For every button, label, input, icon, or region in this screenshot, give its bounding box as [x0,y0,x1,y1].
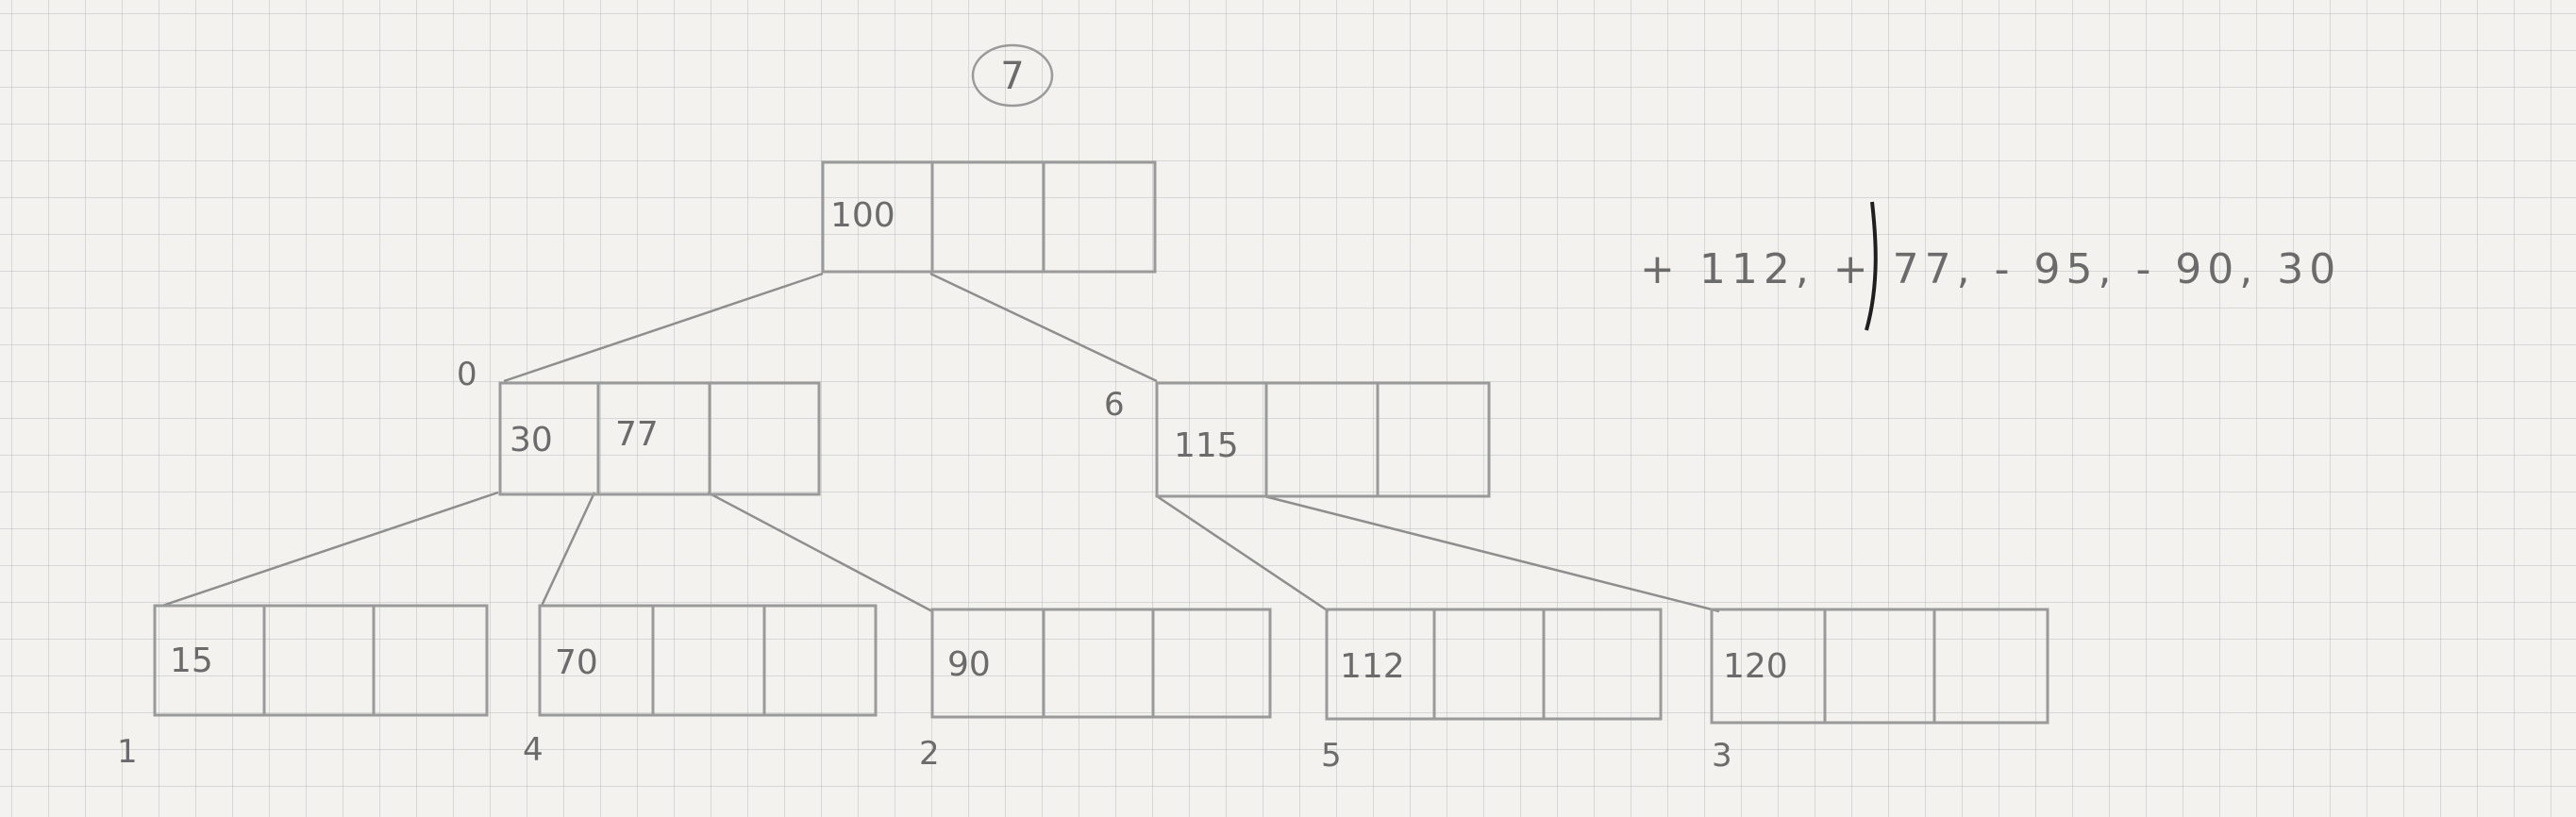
internal-node-6-cell-2 [1264,381,1380,498]
edge-node0-to-leaf4 [540,492,596,607]
edge-root-to-node6 [929,272,1158,383]
leaf-1-cell-2 [262,604,376,717]
leaf-node-5: 112 5 [1321,608,1663,775]
leaf-node-4: 70 4 [523,604,878,769]
leaf-1-cell-3 [372,604,489,717]
edge-node6-to-leaf3 [1263,494,1720,613]
operations-note: + 112, + 77, - 95, - 90, 30 [1640,201,2341,331]
leaf-node-3: 120 3 [1710,608,2049,775]
edge-node0-to-leaf2 [707,491,933,613]
operations-note-text: + 112, + 77, - 95, - 90, 30 [1640,245,2341,293]
internal-node-6: 6 115 [1104,381,1491,498]
edge-node0-to-leaf1 [161,491,499,608]
leaf-4-key-1: 70 [555,643,598,682]
title-badge: 7 [971,43,1054,108]
internal-node-0-key-2: 77 [615,415,659,454]
title-text: 7 [1000,55,1024,98]
leaf-1-key-1: 15 [170,642,213,680]
leaf-2-key-1: 90 [947,645,991,684]
leaf-5-cell-2 [1432,608,1546,721]
leaf-3-cell-2 [1823,608,1936,725]
leaf-2-pointer: 2 [919,735,940,773]
leaf-3-pointer: 3 [1712,737,1732,775]
edge-node6-to-leaf5 [1156,494,1330,613]
leaf-4-cell-3 [762,604,878,717]
edge-root-to-node0 [503,272,824,383]
internal-node-0-pointer: 0 [457,356,477,393]
root-node: 100 [821,160,1157,274]
internal-node-0-key-1: 30 [510,421,553,459]
leaf-2-cell-3 [1151,608,1272,719]
internal-node-0: 0 30 77 [457,356,821,496]
leaf-4-pointer: 4 [523,731,544,769]
root-cell-2 [930,160,1045,274]
root-cell-3 [1042,160,1157,274]
pen-stroke-mark [1865,201,1878,331]
title-circle [971,43,1054,108]
root-key-1: 100 [830,196,895,235]
internal-node-0-cell-3 [708,381,821,496]
leaf-1-pointer: 1 [117,733,138,771]
internal-node-6-key-1: 115 [1174,426,1239,465]
leaf-5-key-1: 112 [1340,647,1405,686]
leaf-node-2: 90 2 [919,608,1272,773]
leaf-3-key-1: 120 [1723,647,1788,686]
tree-edges [161,272,1720,613]
leaf-4-cell-2 [651,604,766,717]
leaf-node-1: 15 1 [117,604,489,771]
leaf-2-cell-2 [1042,608,1155,719]
internal-node-6-pointer: 6 [1104,386,1125,424]
leaf-5-cell-3 [1542,608,1663,721]
internal-node-6-cell-3 [1376,381,1491,498]
leaf-5-pointer: 5 [1321,737,1342,775]
leaf-3-cell-3 [1932,608,2049,725]
